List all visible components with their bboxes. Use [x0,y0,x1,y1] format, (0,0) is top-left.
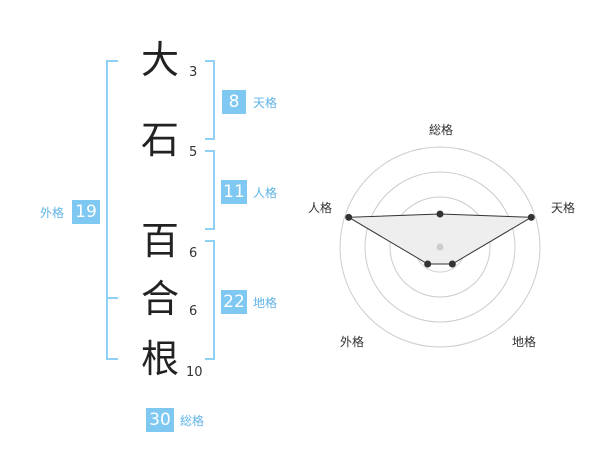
gaikaku-label: 外格 [40,206,65,220]
radar-point [424,260,432,268]
jinkaku-label: 人格 [253,186,278,200]
fortune-radar-chart: 総格 天格 地格 外格 人格 [308,122,575,349]
radar-label-gaikaku: 外格 [340,334,364,349]
char-5-strokes: 10 [186,365,203,380]
jinkaku-bracket [205,150,215,230]
tenkaku-badge: 8 [222,90,246,114]
gaikaku-bracket [106,60,118,360]
tenkaku-bracket [205,60,215,140]
radar-point [345,213,353,221]
jinkaku-badge: 11 [221,180,247,204]
soukaku-badge: 30 [146,408,174,432]
radar-ring [389,196,491,298]
radar-label-jinkaku: 人格 [308,200,332,215]
radar-label-chikaku: 地格 [512,334,536,349]
char-2-strokes: 5 [189,145,198,160]
char-3: 百 [141,219,180,263]
radar-point [527,213,535,221]
radar-label-soukaku: 総格 [429,122,453,137]
soukaku-label: 総格 [180,414,205,428]
chikaku-badge: 22 [221,290,247,314]
char-1-strokes: 3 [189,65,198,80]
radar-shape [346,213,534,265]
char-4: 合 [141,277,180,321]
chikaku-bracket [205,240,215,360]
char-3-strokes: 6 [189,246,198,261]
char-5: 根 [141,337,180,381]
char-2: 石 [141,118,180,162]
char-4-strokes: 6 [189,304,198,319]
gaikaku-badge: 19 [72,200,100,224]
radar-point [448,260,456,268]
gaikaku-bracket-tick [106,297,118,299]
tenkaku-label: 天格 [253,96,278,110]
radar-ring [339,146,541,348]
radar-label-tenkaku: 天格 [551,200,575,215]
chikaku-label: 地格 [253,296,278,310]
radar-ring [364,171,516,323]
radar-point [436,210,444,218]
char-1: 大 [141,38,180,82]
radar-center-dot [436,243,444,251]
